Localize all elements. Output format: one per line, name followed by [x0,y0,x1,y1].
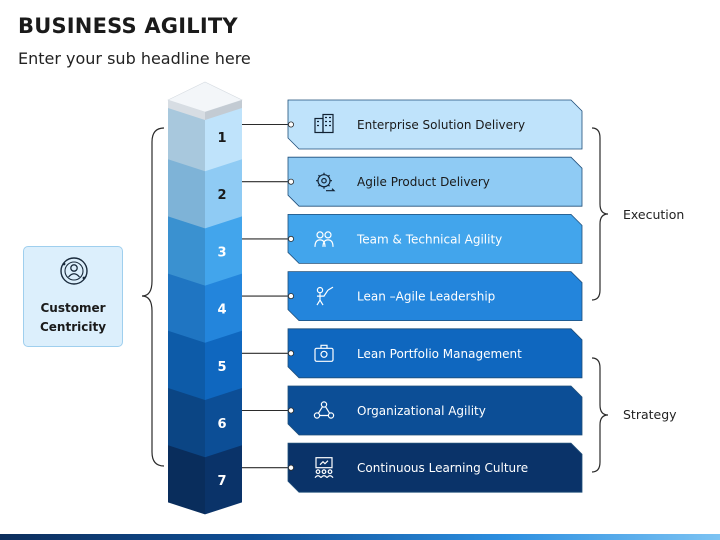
execution-label: Execution [623,207,685,222]
column-left-face [168,214,205,286]
step-label: Lean Portfolio Management [357,347,522,361]
column-right-face [205,214,242,286]
step-label: Lean –Agile Leadership [357,290,495,304]
column-left-face [168,100,205,172]
column-segment: 3 [168,214,242,286]
step-box [287,328,583,379]
strategy-label: Strategy [623,407,677,422]
step-label: Organizational Agility [357,404,486,418]
enterprise-building-icon [314,113,334,134]
connector-dot [287,407,294,414]
step-row: Continuous Learning Culture [242,442,583,493]
connector-dot [287,178,294,185]
column-left-face [168,386,205,458]
column-segment: 7 [168,443,242,515]
step-row: Team & Technical Agility [242,214,583,264]
step-box [287,442,583,493]
column-right-face [205,157,242,229]
column-top-cap-side [168,100,205,120]
column-right-face [205,271,242,343]
page-title: BUSINESS AGILITY [18,14,238,38]
step-box [287,156,583,207]
product-delivery-gear-icon [316,172,336,192]
connector-dot [287,235,294,242]
column-left-face [168,271,205,343]
step-label: Continuous Learning Culture [357,461,528,475]
organization-network-icon [313,401,335,419]
page-subtitle: Enter your sub headline here [18,49,251,68]
column-segment: 6 [168,386,242,458]
column-segment: 1 [168,100,242,172]
step-row: Lean Portfolio Management [242,328,583,379]
step-number: 2 [217,188,226,203]
strategy-brace [591,357,609,473]
step-box [287,271,583,321]
customer-centricity-label: Customer Centricity [39,301,107,334]
team-icon [314,231,334,247]
connector-dot [287,350,294,357]
column-right-face [205,100,242,172]
connector-dot [287,121,294,128]
column-segment: 2 [168,157,242,229]
column-right-face [205,443,242,515]
column-right-face [205,386,242,458]
left-brace [141,127,165,467]
step-number: 5 [217,360,226,375]
step-row: Enterprise Solution Delivery [242,99,583,150]
step-label: Agile Product Delivery [357,175,490,189]
step-number: 1 [217,131,226,146]
step-number: 3 [217,245,226,260]
bottom-accent-bar [0,534,720,540]
step-number: 6 [217,417,226,432]
column-left-face [168,328,205,400]
column-segment: 5 [168,328,242,400]
leadership-icon [316,286,334,306]
column-segment: 4 [168,271,242,343]
connector-dot [287,464,294,471]
column-left-face [168,443,205,515]
step-row: Agile Product Delivery [242,156,583,207]
connector-dot [287,293,294,300]
step-box [287,385,583,436]
column-right-face [205,328,242,400]
step-box [287,214,583,264]
step-row: Lean –Agile Leadership [242,271,583,321]
step-box [287,99,583,150]
step-number: 7 [217,474,226,489]
step-label: Enterprise Solution Delivery [357,118,525,132]
customer-centricity-box: Customer Centricity [23,246,123,347]
execution-brace [591,127,609,301]
step-row: Organizational Agility [242,385,583,436]
column-top-cap-side [205,100,242,120]
learning-classroom-icon [314,457,334,479]
column-left-face [168,157,205,229]
step-label: Team & Technical Agility [356,232,502,246]
portfolio-icon [314,344,334,362]
person-circle-icon [60,257,88,285]
column-top-cap [167,81,243,113]
step-number: 4 [217,303,226,318]
